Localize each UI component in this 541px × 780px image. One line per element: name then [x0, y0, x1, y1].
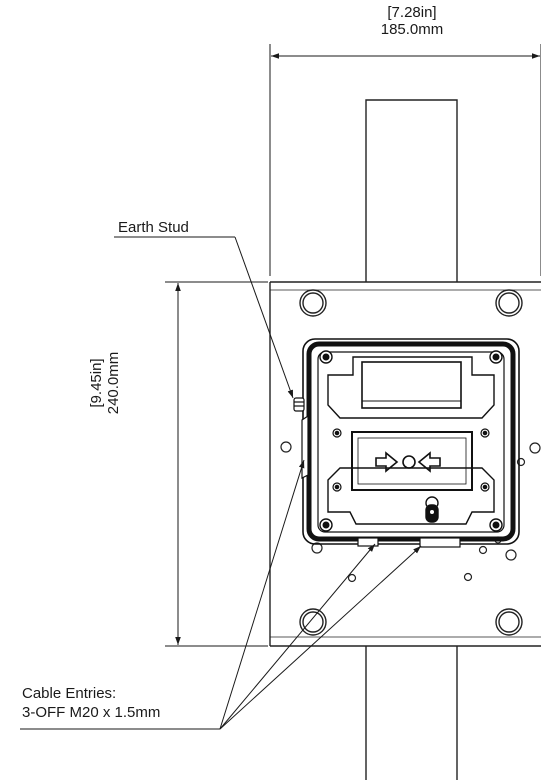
width-mm: 185.0mm [380, 21, 444, 38]
height-inches: [9.45in] [88, 358, 105, 408]
earth-stud-callout: Earth Stud [118, 219, 189, 236]
plate-mounting-holes [299, 289, 523, 636]
small-holes [280, 441, 541, 583]
earth-stud-leader [114, 236, 294, 399]
earth-stud [293, 397, 305, 412]
height-dimension-label: [9.45in] 240.0mm [88, 308, 132, 458]
width-dimension-label: [7.28in] 185.0mm [342, 4, 482, 38]
cable-entries-callout: Cable Entries: 3-OFF M20 x 1.5mm [22, 684, 160, 722]
cable-entries-title: Cable Entries: [22, 685, 117, 702]
width-inches: [7.28in] [387, 4, 437, 21]
mounting-pole [365, 99, 458, 780]
width-dimension [269, 44, 541, 276]
height-dimension [165, 281, 268, 647]
cable-glands [301, 414, 461, 548]
height-mm: 240.0mm [105, 351, 122, 415]
cable-entries-leader [20, 459, 422, 730]
cable-entries-spec: 3-OFF M20 x 1.5mm [22, 704, 161, 721]
arrow-symbol [375, 451, 441, 473]
lock-icon [425, 496, 439, 523]
enclosure-screws [319, 350, 503, 532]
device-enclosure [302, 338, 520, 545]
